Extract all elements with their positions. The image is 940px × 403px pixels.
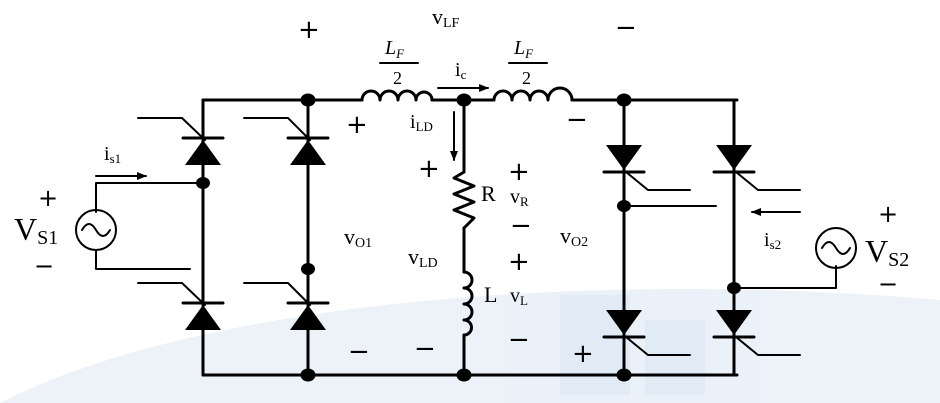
sign-vs1-minus: − (34, 252, 54, 280)
label-is2: is2 (764, 229, 781, 252)
label-vs1: VS1 (14, 211, 58, 249)
sign-vld-plus: + (418, 154, 440, 184)
sign-vl-plus: + (508, 247, 530, 277)
resistor-r (452, 170, 476, 230)
sign-vr-plus: + (508, 157, 530, 187)
label-ild: iLD (410, 111, 433, 134)
current-arrows (95, 84, 801, 216)
source-vs1-wiring (95, 182, 204, 270)
thyristor-left-upper-2 (243, 117, 330, 165)
sign-vlf-minus: − (615, 13, 637, 43)
text-labels: vLF + − LF 2 LF 2 ic iLD + − is1 + VS1 −… (14, 4, 909, 369)
label-ic: ic (455, 59, 467, 82)
sign-vs2-plus: + (878, 200, 898, 228)
thyristor-right-lower-2 (712, 310, 801, 356)
filter-inductor-right (492, 86, 574, 102)
sign-vo1-top-plus: + (346, 110, 368, 140)
thyristor-right-upper-2 (712, 145, 801, 191)
left-bridge (137, 117, 330, 330)
sign-vs1-plus: + (38, 184, 58, 212)
thyristor-right-upper-1 (602, 145, 691, 191)
filter-inductor-left (360, 89, 434, 102)
label-lf-half-right: LF 2 (508, 37, 548, 88)
source-vs2-wiring (623, 205, 837, 289)
label-vo2: vO2 (560, 223, 588, 250)
label-vr: vR (510, 186, 529, 209)
label-l: L (484, 282, 497, 307)
label-vo1: vO1 (344, 224, 372, 251)
thyristor-left-upper-1 (137, 117, 225, 165)
label-lf-half-left: LF 2 (379, 37, 419, 88)
label-r: R (481, 181, 496, 206)
sign-vs2-minus: − (878, 270, 898, 298)
svg-text:LF: LF (384, 37, 405, 61)
label-vlf: vLF (432, 4, 460, 31)
label-is1: is1 (104, 143, 121, 166)
sign-vo2-top-minus: − (566, 105, 588, 135)
svg-text:LF: LF (513, 37, 534, 61)
sign-vld-minus: − (414, 334, 436, 364)
thyristor-right-lower-1 (602, 310, 691, 356)
sign-vl-minus: − (508, 325, 530, 355)
label-vs2: VS2 (865, 233, 909, 271)
sign-vo2-bottom-plus: + (572, 339, 594, 369)
svg-text:2: 2 (393, 68, 402, 88)
junction-dots (196, 93, 741, 382)
label-vl: vL (510, 285, 528, 308)
label-vld: vLD (408, 244, 438, 271)
sign-vo1-bottom-minus: − (348, 337, 370, 367)
sign-vlf-plus: + (298, 15, 320, 45)
thyristor-left-lower-2 (243, 282, 330, 330)
load-inductor-l (462, 270, 474, 337)
sign-vr-minus: − (510, 211, 532, 241)
svg-text:2: 2 (522, 68, 531, 88)
right-bridge (602, 145, 801, 356)
thyristor-left-lower-1 (137, 282, 225, 330)
ac-source-vs1 (75, 209, 117, 251)
ac-source-vs2 (815, 227, 857, 269)
